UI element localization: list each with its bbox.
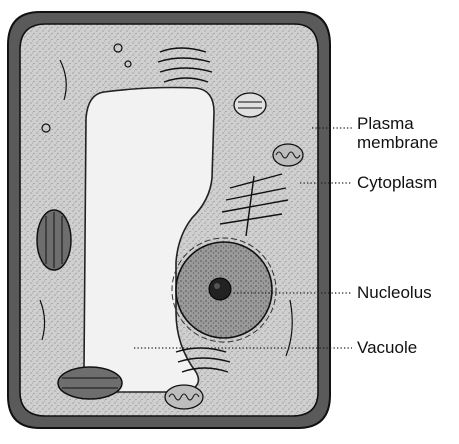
mitochondrion-bottom <box>165 385 203 409</box>
label-plasma-membrane: Plasma membrane <box>357 114 438 152</box>
label-vacuole: Vacuole <box>357 338 417 357</box>
label-plasma-membrane-line1: Plasma <box>357 114 438 133</box>
label-plasma-membrane-line2: membrane <box>357 133 438 152</box>
mitochondrion-right <box>273 144 303 166</box>
vesicle <box>234 93 266 117</box>
nucleolus <box>209 278 231 300</box>
chloroplast-left <box>37 210 71 270</box>
label-cytoplasm: Cytoplasm <box>357 173 437 192</box>
chloroplast-bottom <box>58 367 122 399</box>
label-nucleolus: Nucleolus <box>357 283 432 302</box>
